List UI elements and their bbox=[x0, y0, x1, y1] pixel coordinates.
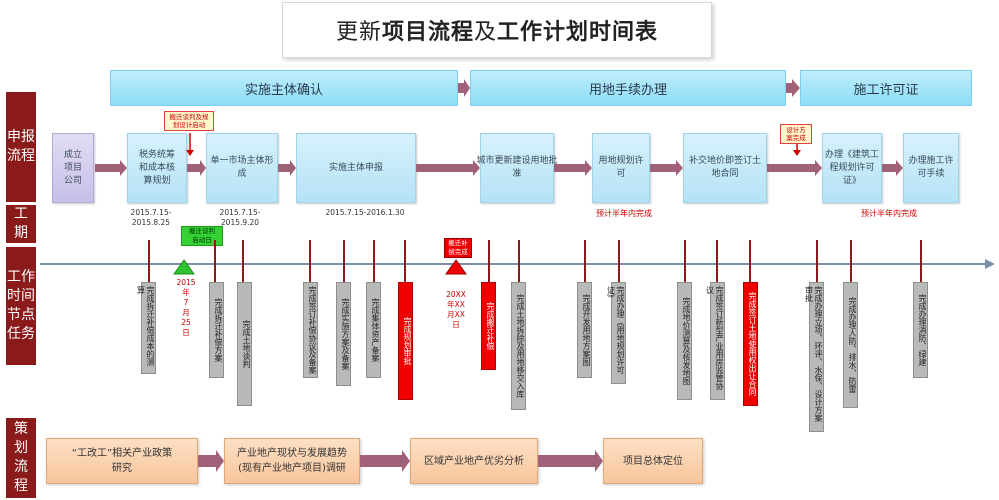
milestone-red-label: 搬迁补 偿完成 bbox=[444, 238, 472, 258]
step-entity-apply: 实施主体申报 bbox=[296, 133, 416, 203]
stem bbox=[309, 240, 311, 282]
stem bbox=[920, 240, 922, 282]
step-building-permit: 办理《建筑工 程规划许可 证》 bbox=[822, 133, 882, 203]
task-collective-assets: 完成集体资产备案 bbox=[366, 282, 381, 378]
label-planning-process: 策 划 流 程 bbox=[6, 418, 36, 498]
step-land-approval: 城市更新建设用地批 准 bbox=[477, 133, 558, 203]
milestone-red-icon bbox=[445, 259, 467, 275]
label-apply-process: 申报 流程 bbox=[6, 92, 36, 202]
step-single-entity: 单一市场主体形 成 bbox=[206, 133, 278, 203]
arrow-icon bbox=[786, 79, 800, 97]
stem bbox=[618, 240, 620, 282]
timeline-arrow-icon bbox=[985, 259, 995, 269]
step-planning-permit: 用地规划许可 bbox=[592, 133, 650, 203]
stem bbox=[404, 240, 406, 282]
estimate-permit: 预计半年内完成 bbox=[861, 209, 917, 218]
task-project-approval: 完成办理立项、环评、水保、设计方案审批 bbox=[805, 282, 824, 432]
label-period: 工 期 bbox=[6, 205, 36, 243]
task-civil-defense: 完成办理人防、排水、防雷 bbox=[843, 282, 858, 408]
task-relocation-plan: 完成拆迁补偿方案 bbox=[209, 282, 224, 378]
stem bbox=[816, 240, 818, 282]
plan-swot-analysis: 区域产业地产优劣分析 bbox=[410, 438, 538, 484]
stem bbox=[684, 240, 686, 282]
plan-positioning: 项目总体定位 bbox=[603, 438, 703, 484]
step-company-setup: 成立 项目 公司 bbox=[52, 133, 94, 203]
phase-entity-confirm: 实施主体确认 bbox=[110, 70, 458, 106]
estimate-land: 预计半年内完成 bbox=[596, 209, 652, 218]
task-fire-green: 完成办理消防、绿建 bbox=[913, 282, 928, 378]
stem bbox=[488, 240, 490, 282]
step-land-contract: 补交地价即签订土地合同 bbox=[683, 133, 767, 203]
task-cost-estimate: 完成拆迁补偿成本的测算 bbox=[137, 282, 156, 374]
stem bbox=[214, 240, 216, 282]
plan-market-survey: 产业地产现状与发展趋势 (现有产业地产项目)调研 bbox=[224, 438, 360, 484]
stem bbox=[716, 240, 718, 282]
milestone-red-date: 20XX 年XX 月XX 日 bbox=[446, 290, 466, 329]
task-land-contract: 完成签订土地使用权出让合同 bbox=[743, 282, 758, 406]
stem bbox=[584, 240, 586, 282]
phase-land-procedure: 用地手续办理 bbox=[470, 70, 786, 106]
note-design-complete: 设计方 案完成 bbox=[780, 124, 812, 144]
stem bbox=[850, 240, 852, 282]
date-range-1: 2015.7.15- 2015.8.25 bbox=[130, 208, 172, 227]
phase-construction-permit: 施工许可证 bbox=[800, 70, 972, 106]
task-land-negotiation: 完成土地谈判 bbox=[237, 282, 252, 406]
timeline-axis bbox=[40, 263, 990, 265]
plan-policy-research: “工改工”相关产业政策 研究 bbox=[46, 438, 198, 484]
milestone-green-date: 2015 年 7 月 25 日 bbox=[176, 278, 196, 337]
page-title: 更新项目流程及工作计划时间表 bbox=[282, 2, 712, 58]
task-land-price: 完成地价测算及核发地图 bbox=[677, 282, 692, 400]
arrow-icon bbox=[458, 79, 470, 97]
task-relocation-compensation: 完成搬迁补偿 bbox=[481, 282, 496, 370]
stem bbox=[749, 240, 751, 282]
task-supervision-agreement: 完成签订新型产业用房监管协议 bbox=[706, 282, 725, 400]
milestone-green-label: 搬迁谈判 启动日 bbox=[181, 226, 223, 246]
task-implementation-plan: 完成实施方案及备案 bbox=[336, 282, 351, 386]
date-range-3: 2015.7.15-2016.1.30 bbox=[325, 208, 405, 217]
stem bbox=[242, 240, 244, 282]
label-work-tasks: 工作 时间 节点 任务 bbox=[6, 247, 36, 365]
note-relocation-start: 搬迁谈判及规 划设计启动 bbox=[164, 111, 214, 131]
step-construction-procedure: 办理施工许 可手续 bbox=[903, 133, 959, 203]
task-planning-approval: 完成规划审批 bbox=[398, 282, 413, 400]
stem bbox=[148, 240, 150, 282]
stem bbox=[373, 240, 375, 282]
task-development-plan-map: 完成开发用地方案图 bbox=[577, 282, 592, 378]
task-land-transfer: 完成土地拆除及用地移交入库 bbox=[511, 282, 526, 410]
date-range-2: 2015.7.15- 2015.9.20 bbox=[219, 208, 261, 227]
milestone-green-icon bbox=[173, 259, 195, 275]
step-tax-planning: 税务统筹 和成本核 算规划 bbox=[127, 133, 187, 203]
stem bbox=[343, 240, 345, 282]
task-compensation-agreement: 完成签订补偿协议及备案 bbox=[303, 282, 318, 378]
stem bbox=[518, 240, 520, 282]
task-land-planning-permit: 完成办理《用地规划许可证》 bbox=[607, 282, 626, 384]
